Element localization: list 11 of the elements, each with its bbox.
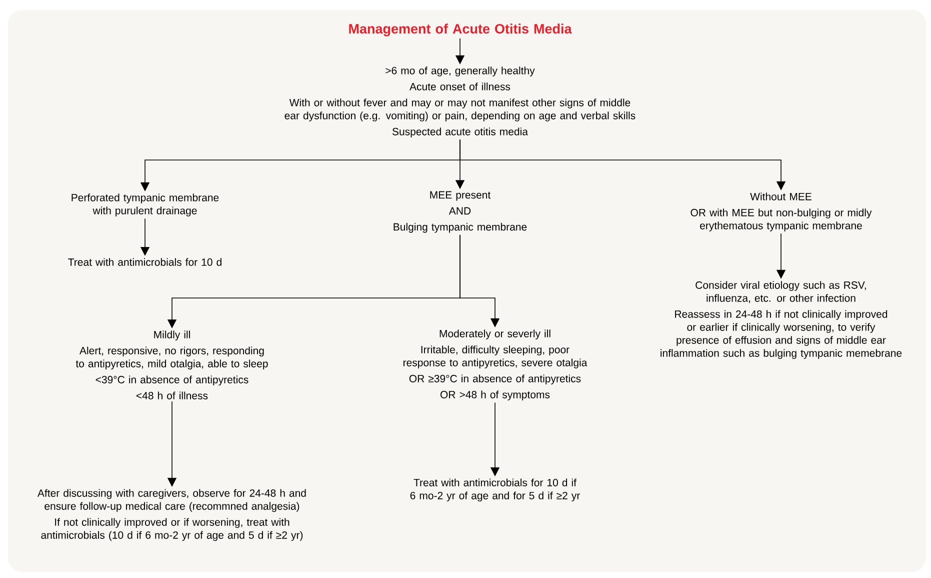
flowchart-title: Management of Acute Otitis Media xyxy=(349,24,572,36)
flowchart-step: Mildly ill Alert, responsive, no rigors, responding to antipyretics, mild otalgia, able to sleep <39°C in absence of antipyretics <48 h of illness xyxy=(76,330,268,400)
flowchart-step: >6 mo of age, generally healthy Acute onset of illness With or without fever and may or may not manifest other signs of middle ear dysfunction (e.g. vomiting) or pain, depending on age and verbal skills Suspected acute otitis media xyxy=(284,66,636,138)
flowchart-step: Treat with antimicrobials for 10 d if 6 mo-2 yr of age and for 5 d if ≥2 yr xyxy=(410,478,580,502)
flowchart-step: MEE present AND Bulging tympanic membrane xyxy=(394,191,527,233)
flowchart-step: Treat with antimicrobials for 10 d xyxy=(68,258,222,266)
flowchart-step: Moderately or severly ill Irritable, difficulty sleeping, poor response to antipyretics, severe otalgia OR ≥39°C in absence of antipyretics OR >48 h of symptoms xyxy=(403,330,588,400)
flowchart-step: After discussing with caregivers, observe for 24-48 h and ensure follow-up medical care (recommned analgesia) If not clinically improved or if worsening, treat with antimicrobials (10 d if 6 mo-2 yr of age and 5 d if ≥2 yr) xyxy=(38,489,306,541)
flowchart-step: Perforated tympanic membrane with purulent drainage xyxy=(72,194,219,216)
flowchart-step: Consider viral etiology such as RSV, influenza, etc. or other infection Reassess in 24-48 h if not clinically improved or earlier if clinically worsening, to verify presence of effusion and signs of middle ear inflammation such as bulging tympanic memebrane xyxy=(660,281,902,359)
flowchart-step: Without MEE OR with MEE but non-bulging or midly erythematous tympanic membrane xyxy=(690,192,872,232)
